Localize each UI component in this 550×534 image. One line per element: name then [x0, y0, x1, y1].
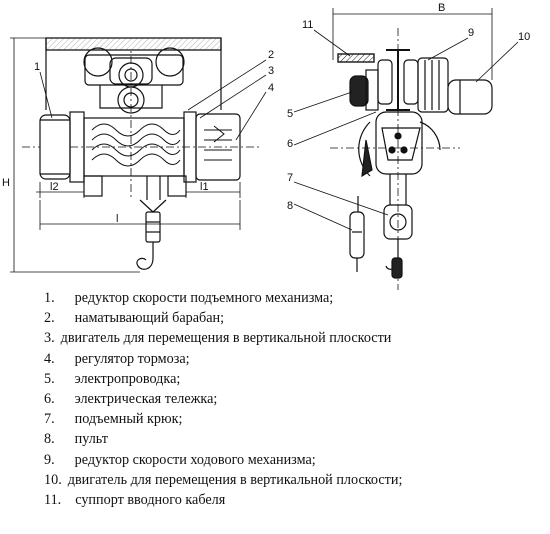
callout-3: 3: [268, 65, 274, 77]
legend-item: 3. двигатель для перемещения в вертикальн…: [0, 328, 550, 348]
legend-text: электрическая тележка;: [74, 391, 218, 408]
callout-11: 11: [302, 19, 313, 31]
legend-number: 5.: [44, 370, 55, 387]
legend-item: 4. регулятор тормоза;: [0, 349, 550, 369]
callout-1: 1: [34, 61, 40, 73]
legend-number: 3.: [44, 330, 55, 347]
legend-item: 5. электропроводка;: [0, 369, 550, 389]
dimension-l: l: [116, 213, 118, 225]
callout-10: 10: [518, 31, 530, 43]
callout-2: 2: [268, 49, 274, 61]
legend-item: 2. наматывающий барабан;: [0, 308, 550, 328]
legend-text: регулятор тормоза;: [74, 350, 190, 367]
legend-number: 11.: [44, 492, 62, 509]
callout-6: 6: [287, 138, 293, 150]
front-view: [22, 37, 262, 270]
legend-text: суппорт вводного кабеля: [75, 492, 226, 509]
legend-text: редуктор скорости ходового механизма;: [74, 451, 316, 468]
legend-item: 8. пульт: [0, 429, 550, 449]
legend-text: двигатель для перемещения в вертикальной…: [67, 471, 403, 488]
callout-7: 7: [287, 172, 293, 184]
legend-text: двигатель для перемещения в вертикальной…: [60, 330, 392, 347]
legend-number: 1.: [44, 290, 55, 306]
callout-9: 9: [468, 27, 474, 39]
drum-coils: [91, 123, 181, 167]
legend-text: редуктор скорости подъемного механизма;: [74, 290, 334, 306]
legend-item: 7. подъемный крюк;: [0, 409, 550, 429]
callout-5: 5: [287, 108, 293, 120]
callout-4: 4: [268, 82, 274, 94]
legend-text: наматывающий барабан;: [74, 310, 225, 327]
legend-number: 7.: [44, 411, 55, 428]
dimension-l1: l1: [200, 181, 209, 193]
dimension-l2: l2: [50, 181, 59, 193]
legend-list: 1. редуктор скорости подъемного механизма…: [0, 288, 550, 510]
legend-text: подъемный крюк;: [74, 411, 183, 428]
front-dimensions: [10, 37, 241, 273]
front-leaders: [39, 59, 267, 141]
legend-item: 10. двигатель для перемещения в вертикаль…: [0, 470, 550, 490]
legend-number: 2.: [44, 310, 55, 327]
legend-number: 9.: [44, 451, 55, 468]
callout-8: 8: [287, 200, 293, 212]
hoist-diagram: H l2 l1 l 1 2 3 4: [2, 2, 530, 290]
dimension-H: H: [2, 177, 10, 189]
legend-item: 6. электрическая тележка;: [0, 389, 550, 409]
legend-number: 8.: [44, 431, 55, 448]
legend-item: 1. редуктор скорости подъемного механизма…: [0, 288, 550, 308]
side-view: [330, 8, 493, 290]
legend-item: 9. редуктор скорости ходового механизма;: [0, 450, 550, 470]
legend-text: электропроводка;: [74, 370, 181, 387]
legend-number: 6.: [44, 391, 55, 408]
dimension-B: B: [438, 2, 445, 14]
legend-item: 11. суппорт вводного кабеля: [0, 490, 550, 510]
legend-number: 10.: [44, 471, 62, 488]
legend-number: 4.: [44, 350, 55, 367]
side-leaders: [293, 29, 519, 231]
legend-text: пульт: [74, 431, 108, 448]
